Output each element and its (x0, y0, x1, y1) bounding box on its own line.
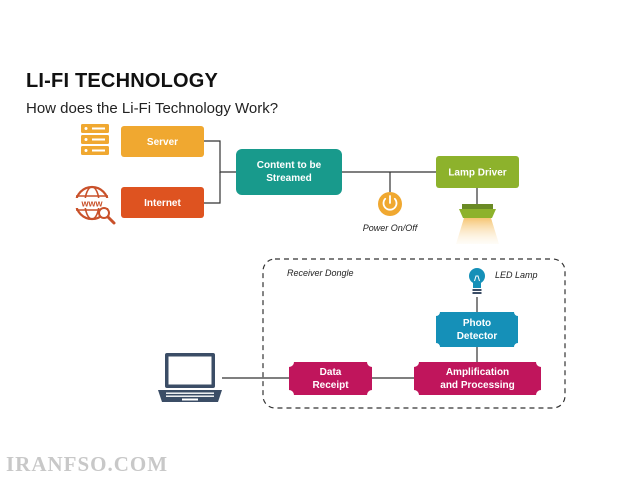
led-lamp-label: LED Lamp (495, 270, 538, 280)
page-subtitle: How does the Li-Fi Technology Work? (26, 100, 279, 117)
svg-text:Data: Data (320, 367, 342, 378)
receiver-dongle-boundary (262, 258, 566, 409)
connector-internet-content (204, 172, 221, 204)
svg-text:Content to be: Content to be (257, 160, 322, 171)
power-label: Power On/Off (363, 223, 419, 233)
svg-text:Detector: Detector (457, 331, 498, 342)
svg-text:Receipt: Receipt (312, 380, 349, 391)
content-streamed-node: Content to be Streamed (236, 149, 342, 195)
photo-detector-node: Photo Detector (436, 312, 518, 347)
svg-text:Streamed: Streamed (266, 173, 312, 184)
page-title: LI-FI TECHNOLOGY (26, 70, 219, 92)
internet-label: Internet (144, 198, 181, 209)
receiver-dongle-label: Receiver Dongle (287, 268, 354, 278)
watermark: IRANFSO.COM (6, 452, 169, 476)
www-globe-icon: www (74, 185, 116, 225)
ceiling-lamp-icon (456, 204, 499, 244)
svg-text:www: www (80, 199, 103, 209)
internet-node: Internet (121, 187, 204, 218)
power-button (378, 192, 402, 216)
svg-text:Photo: Photo (463, 318, 491, 329)
svg-text:Lamp Driver: Lamp Driver (448, 168, 506, 179)
svg-text:Amplification: Amplification (446, 367, 509, 378)
connectors (204, 140, 478, 379)
connector-server-content (204, 140, 236, 173)
data-receipt-node: Data Receipt (289, 362, 372, 395)
svg-text:and Processing: and Processing (440, 380, 514, 391)
server-node: Server (121, 126, 204, 157)
led-bulb-icon (469, 268, 485, 294)
server-label: Server (147, 137, 178, 148)
lamp-driver-node: Lamp Driver (436, 156, 519, 188)
server-icon (81, 124, 109, 155)
amplification-processing-node: Amplification and Processing (414, 362, 541, 395)
power-icon (382, 197, 398, 211)
laptop-icon (158, 353, 222, 402)
